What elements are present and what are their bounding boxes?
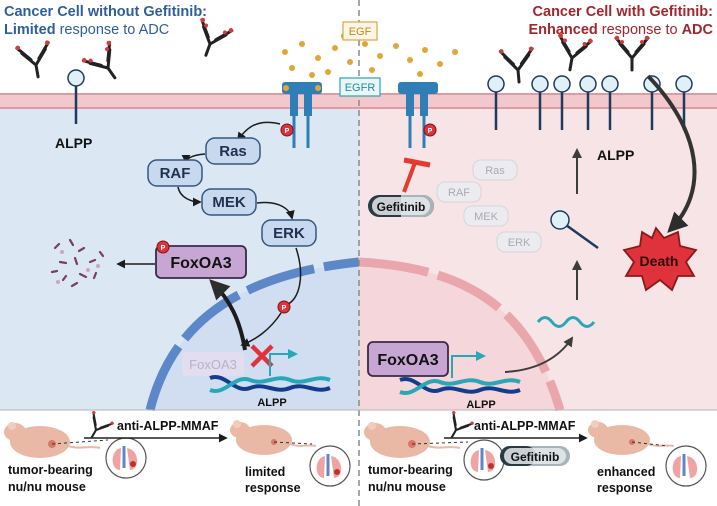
adc-antibody-icon: [558, 33, 593, 72]
mouse-icon: [230, 420, 317, 455]
cell-death-burst: Death: [622, 226, 698, 292]
right-result-line2: response: [597, 481, 653, 495]
left-dna-alpp-label: ALPP: [257, 397, 286, 409]
left-title-line2: Limited response to ADC: [4, 22, 169, 38]
faded-mek-node: MEK: [463, 205, 509, 227]
svg-text:MEK: MEK: [474, 211, 499, 223]
adc-antibody-icon: [498, 46, 534, 84]
left-mouse-label-line1: tumor-bearing: [8, 463, 93, 477]
svg-text:P: P: [282, 305, 287, 312]
lung-icon: [309, 445, 351, 487]
svg-text:RAF: RAF: [160, 165, 191, 182]
right-title-line2: Enhanced response to ADC: [528, 22, 713, 38]
alpp-receptor-row: [487, 75, 693, 130]
dna-helix-icon: [399, 376, 521, 396]
svg-text:P: P: [161, 245, 166, 252]
svg-text:FoxOA3: FoxOA3: [377, 352, 438, 369]
raf-node: RAF: [147, 159, 203, 187]
faded-ras-node: Ras: [472, 159, 518, 181]
erk-node: ERK: [261, 219, 317, 247]
alpp-protein-icon: [550, 210, 599, 250]
egfr-label: EGFR: [345, 82, 376, 94]
mrna-icon: [536, 316, 596, 328]
egfr-receptor-icon: P: [398, 82, 438, 148]
adc-antibody-icon: [81, 40, 117, 80]
svg-text:Ras: Ras: [219, 143, 247, 160]
right-drug-label: Gefitinib: [511, 450, 560, 464]
right-alpp-label: ALPP: [597, 147, 634, 163]
adc-antibody-icon: [200, 17, 234, 57]
right-mouse-label-line2: nu/nu mouse: [368, 480, 446, 494]
left-result-line2: response: [245, 481, 301, 495]
mek-node: MEK: [201, 188, 257, 216]
foxoa3-inactive-node: FoxOA3: [182, 352, 244, 376]
ras-node: Ras: [205, 137, 261, 165]
right-treatment-label: anti-ALPP-MMAF: [474, 419, 576, 433]
right-result-line1: enhanced: [597, 465, 655, 479]
faded-raf-node: RAF: [436, 181, 482, 203]
lung-icon: [665, 445, 707, 487]
adc-antibody-icon: [614, 35, 650, 72]
right-dna-alpp-label: ALPP: [466, 399, 495, 411]
mouse-icon: [588, 420, 675, 455]
gefitinib-pill: [368, 195, 434, 217]
left-title-line1: Cancer Cell without Gefitinib:: [4, 4, 207, 20]
left-alpp-label: ALPP: [55, 135, 92, 151]
lung-icon: [463, 439, 505, 481]
svg-text:P: P: [428, 128, 433, 135]
svg-text:FoxOA3: FoxOA3: [189, 357, 237, 372]
inhibition-icon: [402, 157, 431, 193]
lung-icon: [105, 437, 147, 479]
block-x-icon: [250, 344, 274, 368]
left-result-line1: limited: [245, 465, 285, 479]
adc-antibody-icon: [450, 411, 474, 439]
foxoa3-node: FoxOA3 P: [155, 240, 247, 279]
gefitinib-pill-bottom: [500, 446, 570, 466]
alpp-receptor-icon: [67, 69, 85, 124]
faded-erk-node: ERK: [496, 231, 542, 253]
svg-text:Death: Death: [640, 253, 679, 269]
egfr-receptor-icon: P: [280, 82, 322, 148]
svg-text:ERK: ERK: [508, 237, 531, 249]
left-treatment-label: anti-ALPP-MMAF: [117, 419, 219, 433]
mouse-icon: [4, 422, 101, 458]
egf-label: EGF: [349, 26, 372, 38]
gefitinib-label: Gefitinib: [377, 200, 426, 214]
svg-text:RAF: RAF: [448, 187, 470, 199]
adc-antibody-icon: [90, 411, 114, 439]
left-mouse-label-line2: nu/nu mouse: [8, 480, 86, 494]
degraded-protein-fragments: [50, 238, 105, 288]
svg-text:MEK: MEK: [212, 194, 246, 211]
right-title-line1: Cancer Cell with Gefitinib:: [533, 4, 713, 20]
dna-helix-icon: [209, 374, 331, 394]
svg-text:Ras: Ras: [485, 165, 505, 177]
svg-text:FoxOA3: FoxOA3: [170, 255, 231, 272]
adc-antibody-icon: [15, 40, 50, 79]
mouse-icon: [364, 422, 461, 458]
svg-text:P: P: [285, 128, 290, 135]
right-mouse-label-line1: tumor-bearing: [368, 463, 453, 477]
foxoa3-active-node: FoxOA3: [367, 341, 449, 377]
svg-text:ERK: ERK: [273, 225, 305, 242]
